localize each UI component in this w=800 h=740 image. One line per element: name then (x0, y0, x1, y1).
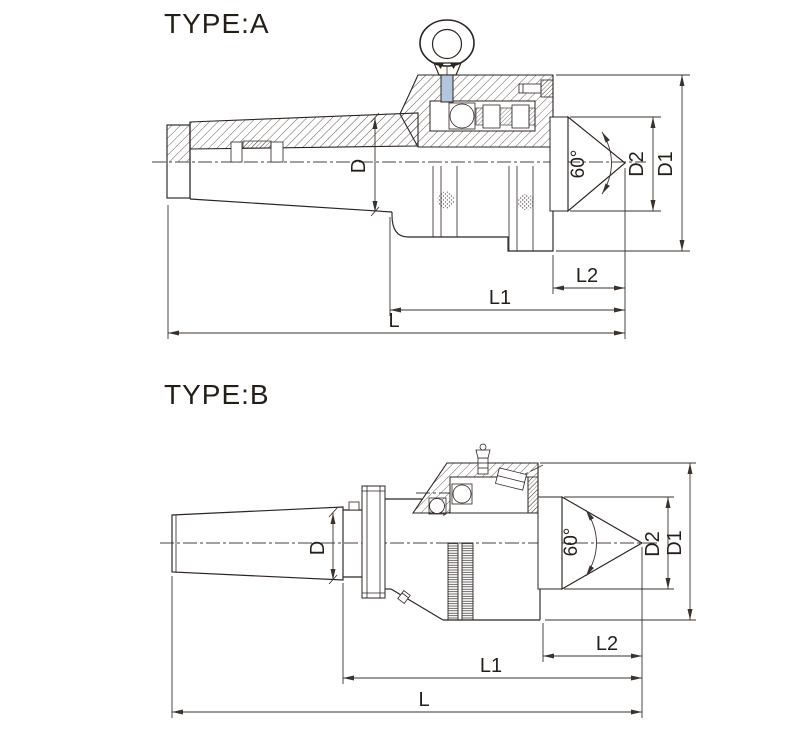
type-a-title: TYPE:A (164, 8, 270, 39)
ball-bearing (449, 103, 475, 129)
grease-nipple-ball (479, 443, 487, 451)
grease-nipple-shaft (477, 457, 489, 475)
type-b-title: TYPE:B (164, 379, 270, 410)
ball-bearing-1 (452, 484, 472, 504)
bearing-seal (528, 107, 536, 126)
type-b-angle-label: 60° (561, 528, 582, 557)
spindle-thread-strip (242, 140, 272, 149)
roller-bearing-2 (511, 104, 530, 129)
type-b-dimensions: D D2 D1 L2 L1 L (171, 462, 696, 718)
tang-hatch (167, 125, 190, 162)
cone-tip (561, 496, 644, 590)
knurl-patch-2 (518, 194, 534, 210)
spindle-ring-1 (230, 141, 243, 163)
cap-screw-head (540, 79, 554, 98)
type-b-shank (171, 485, 444, 621)
bearing-spacer-1 (475, 107, 484, 126)
angle-arc (585, 509, 597, 577)
set-screw (397, 590, 411, 604)
type-a-eyebolt (419, 19, 475, 76)
type-b-dim-d1-label: D1 (664, 530, 686, 556)
type-a-dim-l1-label: L1 (489, 287, 511, 309)
type-a-dim-l2-label: L2 (576, 265, 598, 287)
ball-bearing-2 (429, 498, 445, 514)
spindle-ring-2 (270, 141, 284, 163)
eyebolt-ring-inner (431, 28, 463, 60)
dim-tick-d-bottom (328, 574, 338, 585)
angle-arc (601, 131, 612, 195)
type-a-dim-l-label: L (388, 310, 399, 332)
eyebolt-shank-hole (440, 74, 454, 103)
ball-bearing-race-1 (451, 483, 473, 505)
cap-screw-shaft (518, 83, 542, 94)
cone-base (537, 496, 563, 590)
type-a-angle-label: 60° (568, 150, 589, 179)
type-b-cone-point: 60° (537, 496, 644, 590)
cone-base (549, 116, 569, 212)
tapered-roller-line (497, 475, 525, 483)
eyebolt-thread-mark-right (450, 63, 457, 69)
eyebolt-thread-mark-left (437, 63, 444, 69)
type-a-housing (399, 74, 554, 148)
taper-sleeve-section (189, 112, 419, 150)
knurl-patch-1 (437, 191, 455, 209)
body-shoulder-diagonal (390, 588, 444, 621)
taper-shank-outline (171, 506, 344, 581)
type-b-dim-l-label: L (418, 689, 429, 711)
type-a-dim-d1-label: D1 (655, 151, 677, 177)
type-a-shank (166, 112, 419, 213)
dim-tick-d-top (370, 112, 380, 123)
type-a-dim-d-label: D (348, 159, 370, 173)
type-b-body-lower (443, 542, 541, 621)
front-cap-section (527, 476, 539, 514)
set-screw-slot (401, 592, 409, 599)
ball-bearing-race (448, 102, 476, 130)
type-a-cone-point: 60° (549, 115, 626, 213)
dim-tick-d-bottom (370, 206, 380, 217)
type-a-body-lower (391, 166, 554, 252)
type-b-dim-d2-label: D2 (642, 531, 664, 557)
type-b-housing (411, 443, 539, 515)
bearing-spacer-2 (499, 107, 513, 126)
type-a-dim-d2-label: D2 (626, 151, 648, 177)
knurl-band-2 (461, 542, 474, 621)
roller-bearing-1 (482, 104, 501, 129)
type-b-dim-l2-label: L2 (596, 633, 618, 655)
type-b-drawing: TYPE:B (160, 379, 696, 718)
knurl-band-1 (447, 542, 459, 621)
grease-nipple-head (475, 449, 491, 459)
type-a-dimensions: D D2 D1 L2 L1 L (167, 74, 690, 339)
neck-stop-block (348, 501, 360, 511)
set-screw-body (397, 590, 411, 604)
type-a-drawing: TYPE:A (152, 8, 690, 339)
type-b-centerlines (160, 464, 658, 544)
tapered-roller-bearing (494, 467, 528, 491)
type-b-dim-l1-label: L1 (480, 655, 502, 677)
dim-tick-d-top (328, 507, 338, 518)
cone-tip (567, 115, 626, 213)
ball-bearing-race-2 (428, 497, 447, 515)
taper-bottom-edge (189, 198, 393, 213)
type-b-dim-d-label: D (307, 541, 329, 555)
body-lower-outline (391, 211, 554, 252)
flange (361, 485, 386, 599)
grease-nipple (475, 443, 491, 475)
